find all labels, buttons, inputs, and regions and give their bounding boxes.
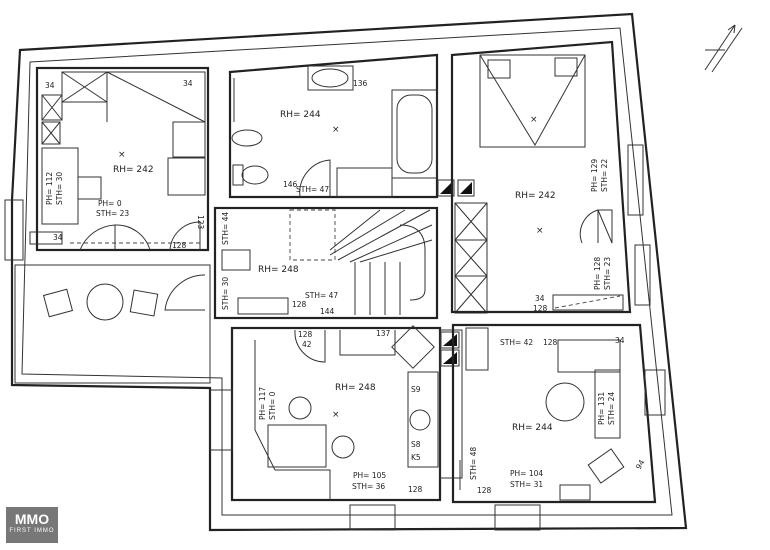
room-height-label: RH= 244 <box>280 110 321 120</box>
outlet-mark: 42 <box>302 340 312 349</box>
outlet-mark: 128 <box>408 485 423 494</box>
sth-label: STH= 23 <box>96 209 129 218</box>
sth-label: STH= 24 <box>607 392 616 425</box>
outlet-mark: 34 <box>45 81 55 90</box>
center-mark: × <box>332 410 340 420</box>
logo-main: MMO <box>14 511 50 527</box>
sth-label: STH= 23 <box>603 257 612 290</box>
sth-label: STH= 22 <box>600 159 609 192</box>
center-mark: × <box>118 150 126 160</box>
sth-label: STH= 47 <box>296 185 329 194</box>
room-bathroom <box>228 53 439 199</box>
sth-label: STH= 47 <box>305 291 338 300</box>
appliance-mark: S8 <box>411 440 421 449</box>
outlet-mark: 128 <box>533 304 548 313</box>
appliance-mark: K5 <box>411 453 421 462</box>
room-height-label: RH= 248 <box>258 265 299 275</box>
outer-wall <box>10 12 688 532</box>
room-height-label: RH= 242 <box>113 165 154 175</box>
outlet-mark: 137 <box>376 329 391 338</box>
sth-label: STH= 44 <box>221 212 230 245</box>
outlet-mark: 123 <box>196 215 205 230</box>
outlet-mark: 34 <box>615 336 625 345</box>
sth-label: STH= 48 <box>469 447 478 480</box>
center-mark: × <box>332 125 340 135</box>
outlet-mark: 128 <box>292 300 307 309</box>
ph-label: PH= 129 <box>590 159 599 192</box>
outlet-mark: 94 <box>634 458 647 471</box>
windows <box>4 144 666 531</box>
room-living <box>451 323 657 504</box>
ph-label: PH= 105 <box>353 471 386 480</box>
outlet-mark: 128 <box>172 241 187 250</box>
outlet-mark: 136 <box>353 79 368 88</box>
terrace <box>14 264 211 384</box>
sth-label: STH= 30 <box>221 277 230 310</box>
sth-label: STH= 31 <box>510 480 543 489</box>
room-height-label: RH= 248 <box>335 383 376 393</box>
sth-label: STH= 36 <box>352 482 385 491</box>
outlet-mark: 128 <box>543 338 558 347</box>
ph-label: PH= 104 <box>510 469 543 478</box>
room-height-label: RH= 244 <box>512 423 553 433</box>
outlet-mark: 128 <box>477 486 492 495</box>
appliance-mark: S9 <box>411 385 421 394</box>
ph-label: PH= 117 <box>258 387 267 420</box>
outlet-mark: 128 <box>298 330 313 339</box>
company-logo: MMO FIRST IMMO <box>6 507 58 543</box>
center-mark: × <box>530 115 538 125</box>
ph-label: PH= 131 <box>597 392 606 425</box>
room-bedroom-1 <box>35 66 210 252</box>
outlet-mark: 34 <box>53 233 63 242</box>
inner-outer-wall <box>21 27 673 516</box>
ph-label: PH= 112 <box>45 172 54 205</box>
logo-sub: FIRST IMMO <box>9 528 55 534</box>
ph-label: PH= 128 <box>593 257 602 290</box>
ph-label: PH= 0 <box>98 199 122 208</box>
room-stair-hall <box>213 206 439 320</box>
center-mark: × <box>536 226 544 236</box>
outlet-mark: 144 <box>320 307 335 316</box>
sth-label: STH= 30 <box>55 172 64 205</box>
north-arrow-icon <box>704 24 743 73</box>
room-height-label: RH= 242 <box>515 191 556 201</box>
sth-label: STH= 42 <box>500 338 533 347</box>
outlet-mark: 34 <box>535 294 545 303</box>
room-bedroom-2 <box>450 40 632 314</box>
outlet-mark: 146 <box>283 180 298 189</box>
sth-label: STH= 0 <box>268 391 277 420</box>
outlet-mark: 34 <box>183 79 193 88</box>
